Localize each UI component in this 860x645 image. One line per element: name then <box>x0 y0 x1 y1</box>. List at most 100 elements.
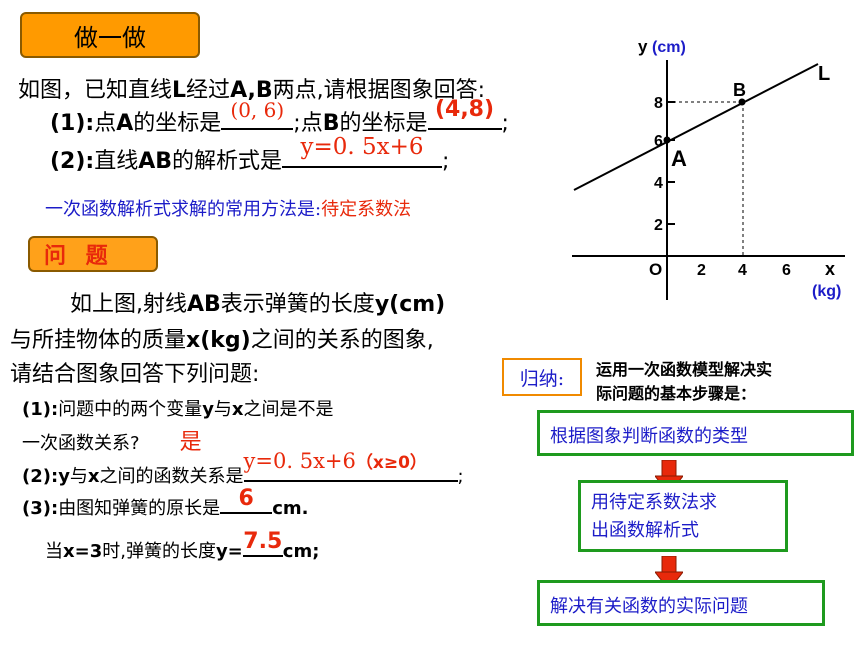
q1-blank-b: (4,8) <box>427 97 502 130</box>
line-l-label: L <box>818 63 830 85</box>
p3-answer: 6 <box>238 486 254 511</box>
problem-line2-c: 之间的关系的图象, <box>250 328 434 353</box>
problem-line2-b: x(kg) <box>186 328 251 353</box>
problem-line-1: 如上图,射线AB表示弹簧的长度y(cm) <box>70 286 445 318</box>
summary-heading-2: 际问题的基本步骤是： <box>596 380 756 404</box>
p4-text-a: 当 <box>45 541 63 562</box>
q1-blank-a: (0, 6) <box>221 98 294 130</box>
q2-end: ; <box>442 149 450 174</box>
p4-text-d: y= <box>215 541 243 562</box>
problem-line1-b: AB <box>187 292 221 317</box>
problem-question-1: (1):问题中的两个变量y与x之间是不是 <box>22 395 334 421</box>
q1-point-a: A <box>116 111 134 136</box>
problem-line3: 请结合图象回答下列问题: <box>10 362 260 387</box>
q1-answer-a: (0, 6) <box>230 98 285 122</box>
q1-point-b: B <box>322 111 340 136</box>
p4-answer: 7.5 <box>243 529 283 554</box>
q2-answer: y=0. 5x+6 <box>300 134 424 160</box>
problem-line2-a: 与所挂物体的质量 <box>10 328 187 353</box>
section-tag-practice: 做一做 <box>20 12 200 58</box>
p2-text-a: y <box>58 466 70 487</box>
x-tick-label: 4 <box>738 262 747 279</box>
problem-question-1-cont: 一次函数关系? 是 <box>22 424 202 456</box>
summary-tag: 归纳: <box>502 358 582 396</box>
q1-answer-b: (4,8) <box>434 97 495 122</box>
y-tick-label: 8 <box>654 95 663 112</box>
q1-label: (1): <box>50 111 95 136</box>
step-3-text: 解决有关函数的实际问题 <box>550 596 748 617</box>
point-b-dot <box>738 98 746 106</box>
q2-line-ab: AB <box>138 149 173 174</box>
p1-text-d: 一次函数关系? <box>22 433 140 454</box>
p2-text-c: x <box>87 466 100 487</box>
p1-x: x <box>231 399 244 420</box>
p2-label: (2): <box>22 466 59 487</box>
p1-text-c: 之间是不是 <box>243 399 334 420</box>
q2-text-a: 直线 <box>94 149 139 174</box>
p1-y: y <box>202 399 214 420</box>
p2-blank: y=0. 5x+6（x≥0） <box>243 449 458 482</box>
p1-text-a: 问题中的两个变量 <box>58 399 203 420</box>
intro-prefix: 如图，已知直线 <box>18 78 173 103</box>
intro-suffix: 两点,请根据图象回答: <box>272 78 486 103</box>
x-tick-label: 6 <box>782 262 791 279</box>
step-box-1: 根据图象判断函数的类型 <box>537 410 854 456</box>
intro-mid: 经过 <box>186 78 231 103</box>
q1-text-c: ;点 <box>293 111 323 136</box>
method-answer: 待定系数法 <box>321 199 412 220</box>
line-l <box>573 63 819 191</box>
p1-text-b: 与 <box>213 399 232 420</box>
q1-text-d: 的坐标是 <box>339 111 428 136</box>
q2-text-b: 的解析式是 <box>172 149 283 174</box>
coordinate-graph: y (cm) x (kg) O L A B 2 4 6 2 4 6 8 <box>572 37 845 300</box>
problem-question-3: (3):由图知弹簧的原长是 6 cm. <box>22 486 309 520</box>
problem-line1-c: 表示弹簧的长度 <box>220 292 375 317</box>
point-b-label: B <box>733 80 746 100</box>
p2-answer-note: （x≥0） <box>355 453 427 473</box>
question-1: (1):点A的坐标是(0, 6);点B的坐标是(4,8); <box>50 97 509 137</box>
p3-blank: 6 <box>220 486 273 514</box>
step-2-text-1: 用待定系数法求 <box>591 492 717 513</box>
x-tick-label: 2 <box>697 262 706 279</box>
problem-line-2: 与所挂物体的质量x(kg)之间的关系的图象, <box>10 322 434 354</box>
intro-line-l: L <box>172 78 187 103</box>
p3-label: (3): <box>22 498 59 519</box>
summary-tag-label: 归纳: <box>519 367 565 390</box>
summary-heading-1-text: 运用一次函数模型解决实 <box>596 360 773 379</box>
origin-label: O <box>649 260 662 279</box>
x-axis-label: x <box>825 259 835 279</box>
q1-text-b: 的坐标是 <box>133 111 222 136</box>
y-axis-unit: (cm) <box>652 39 686 56</box>
problem-line1-a: 如上图,射线 <box>70 292 187 317</box>
q1-text-a: 点 <box>94 111 117 136</box>
p4-text-c: 时,弹簧的长度 <box>102 541 216 562</box>
problem-line1-d: y(cm) <box>374 292 446 317</box>
point-a-label: A <box>671 146 687 171</box>
method-line: 一次函数解析式求解的常用方法是:待定系数法 <box>45 195 411 221</box>
p4-text-b: x=3 <box>63 541 103 562</box>
section-tag-problem: 问 题 <box>28 236 158 272</box>
p4-unit: cm; <box>282 541 320 562</box>
step-2-text-2: 出函数解析式 <box>591 520 699 541</box>
p1-answer: 是 <box>179 430 202 455</box>
p2-end: ; <box>457 466 464 487</box>
y-axis-label: y <box>638 37 648 56</box>
section-tag-label: 做一做 <box>74 23 146 52</box>
p3-unit: cm. <box>272 498 309 519</box>
intro-points: A,B <box>230 78 273 103</box>
p4-blank: 7.5 <box>242 529 283 557</box>
step-1-text: 根据图象判断函数的类型 <box>550 426 748 447</box>
p1-label: (1): <box>22 399 59 420</box>
q1-end: ; <box>501 111 509 136</box>
intro-text: 如图，已知直线L经过A,B两点,请根据图象回答: <box>18 72 485 104</box>
y-tick-label: 2 <box>654 217 663 234</box>
q2-blank: y=0. 5x+6 <box>282 134 443 168</box>
p2-text-d: 之间的函数关系是 <box>99 466 244 487</box>
y-tick-label: 6 <box>654 133 663 150</box>
p3-text-a: 由图知弹簧的原长是 <box>58 498 221 519</box>
step-box-3: 解决有关函数的实际问题 <box>537 580 825 626</box>
p2-answer: y=0. 5x+6 <box>243 449 356 473</box>
